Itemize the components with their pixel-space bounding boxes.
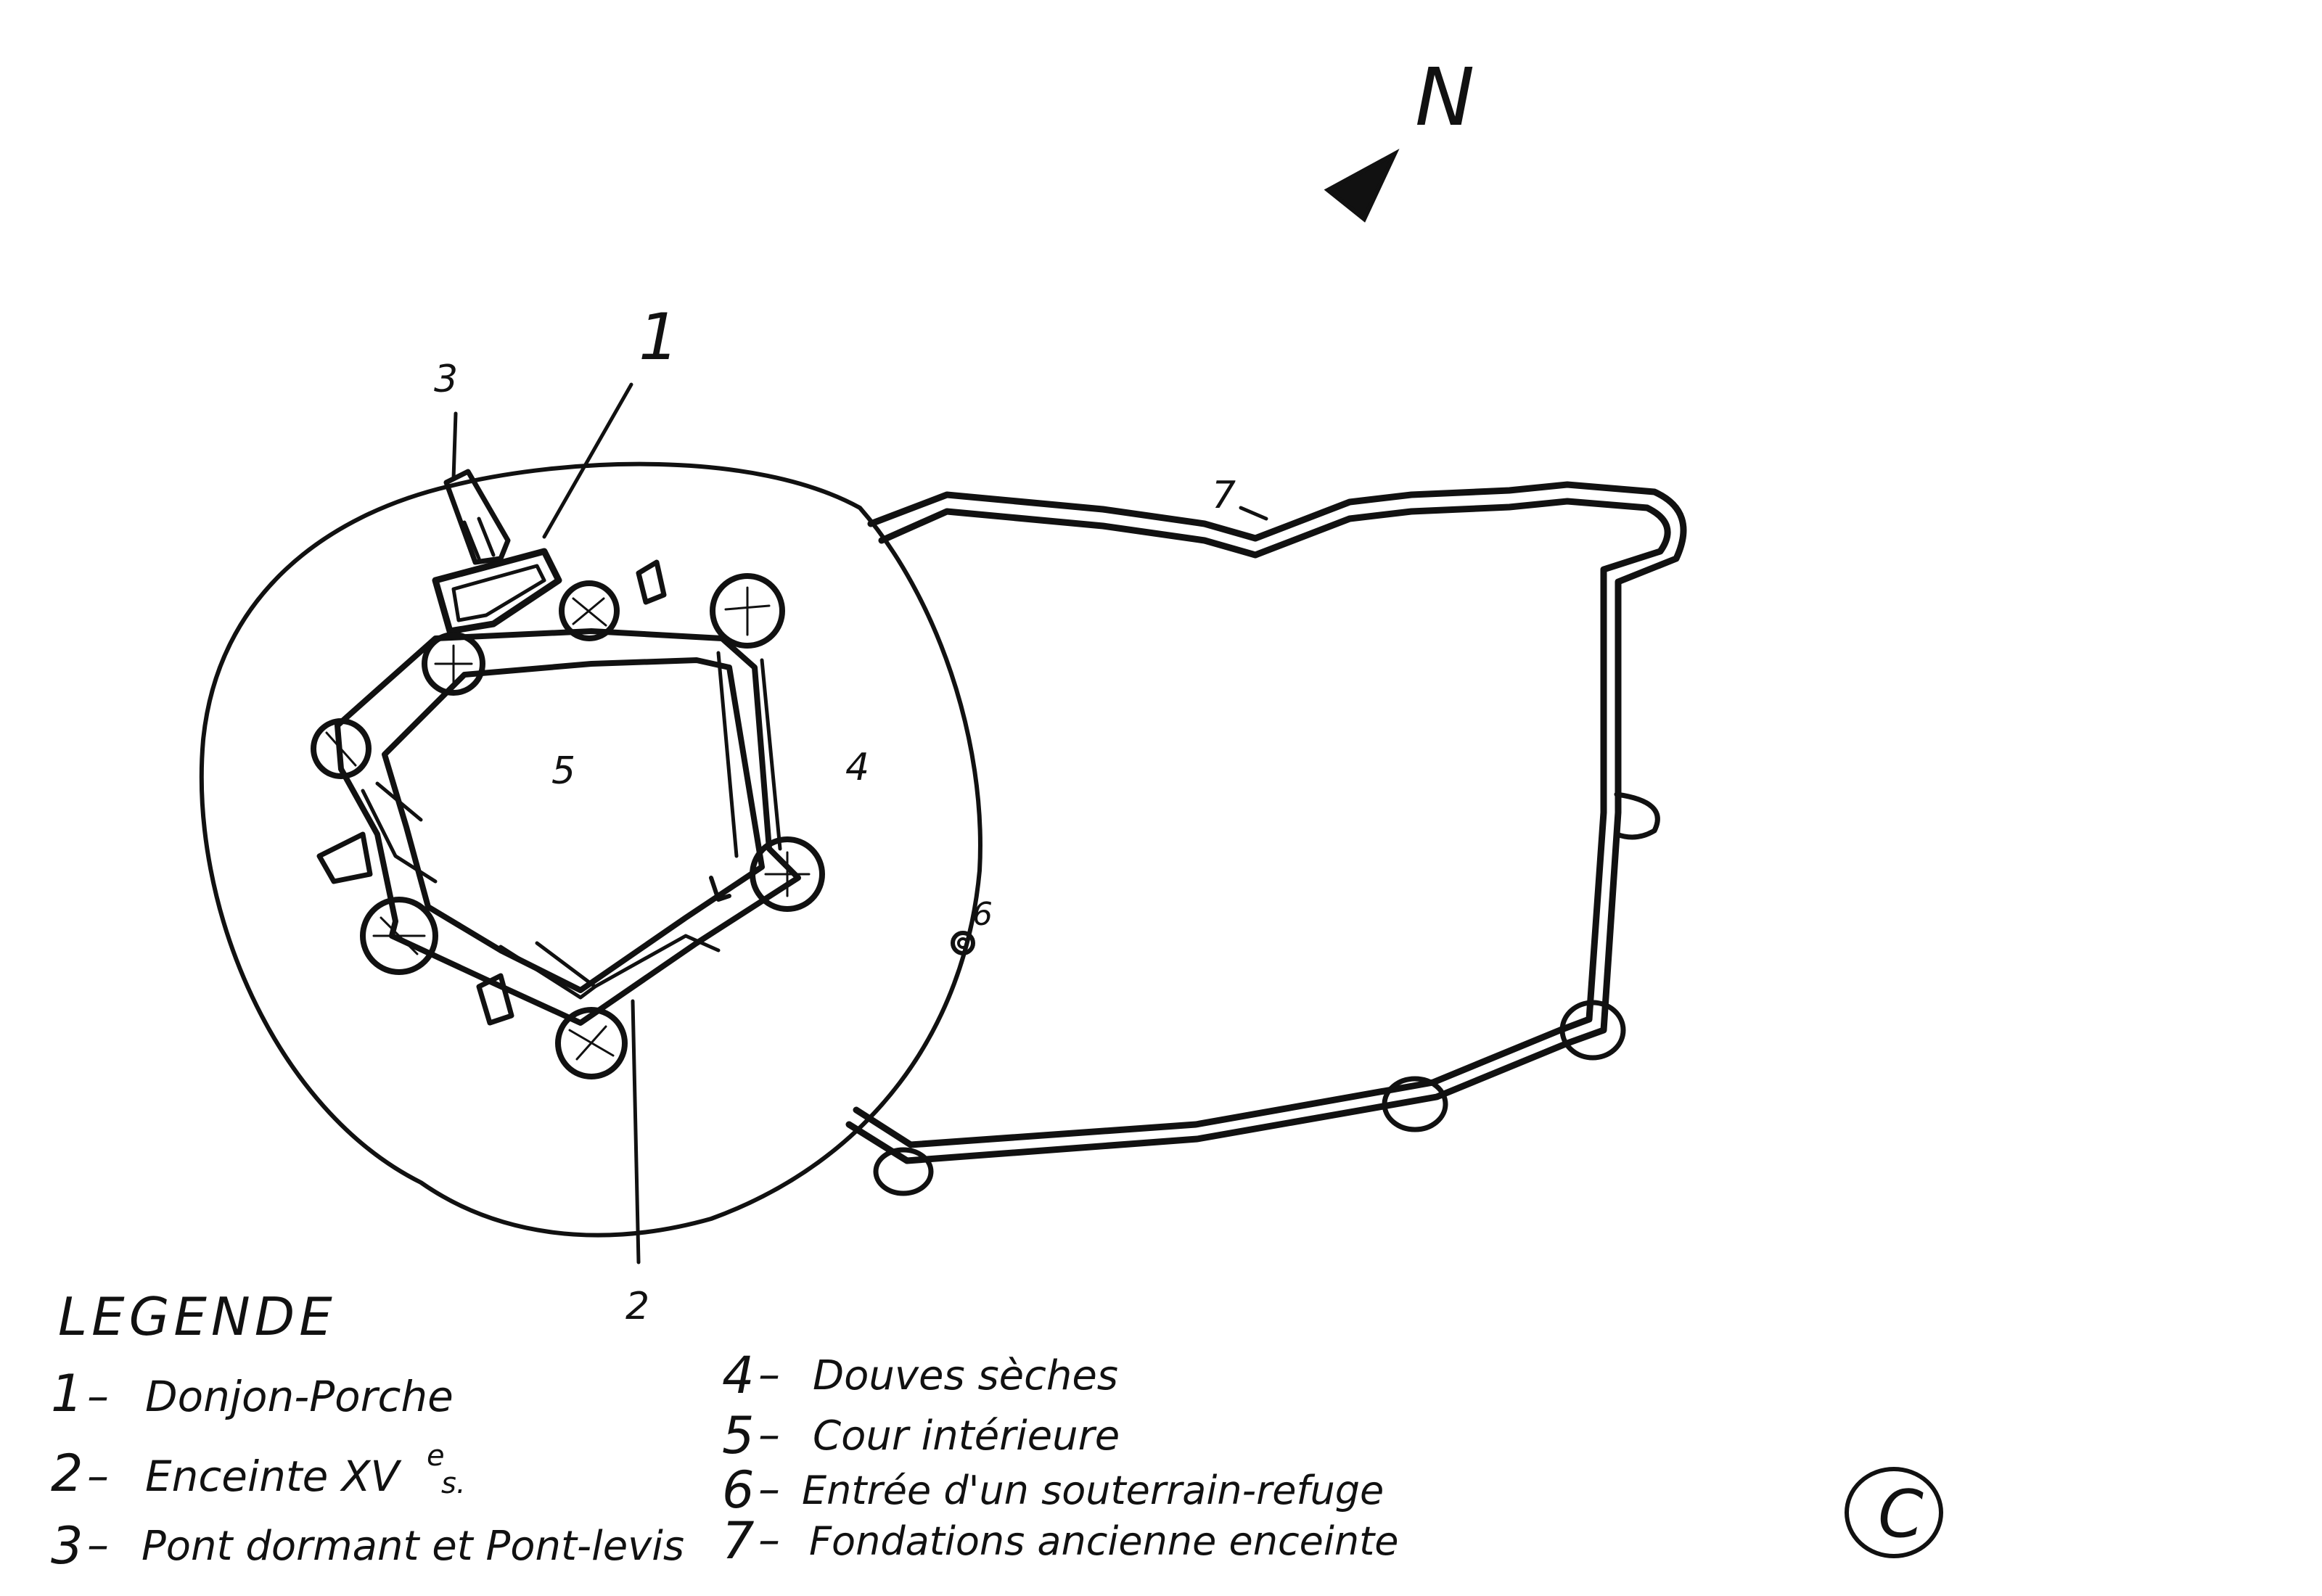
legend-text: Donjon-Porche	[145, 1372, 454, 1421]
callout-2: 2	[625, 1285, 649, 1328]
callout-6: 6	[972, 896, 993, 933]
callout-5: 5	[551, 749, 575, 793]
svg-text:–: –	[758, 1410, 780, 1460]
svg-text:–: –	[758, 1349, 780, 1400]
outer-enceinte-wall	[845, 481, 1687, 1196]
north-arrow-icon	[1324, 149, 1400, 223]
tower	[311, 718, 372, 779]
legend-item-6: 6 – Entrée d'un souterrain-refuge	[722, 1460, 1384, 1520]
outer-tower	[1614, 791, 1660, 840]
legend-number: 7	[722, 1511, 755, 1571]
donjon-porche	[432, 548, 562, 635]
callout-leader-2	[631, 999, 641, 1264]
outer-tower	[1559, 1000, 1626, 1061]
legend-number: 6	[722, 1460, 755, 1520]
tower	[636, 559, 667, 605]
callout-3: 3	[434, 358, 458, 401]
legend-item-5: 5 – Cour intérieure	[722, 1406, 1120, 1465]
callout-leader-7	[1239, 506, 1268, 521]
tower	[476, 973, 514, 1026]
tower	[559, 580, 620, 641]
legend-text: Enceinte XV	[145, 1452, 402, 1501]
tower	[360, 897, 438, 975]
copyright-symbol: C	[1845, 1467, 1943, 1558]
tower	[555, 1007, 628, 1079]
svg-text:–: –	[87, 1520, 109, 1571]
legend-number: 3	[51, 1516, 83, 1576]
svg-text:–: –	[87, 1451, 109, 1502]
legend-item-7: 7 – Fondations ancienne enceinte	[722, 1511, 1398, 1571]
legend-text: Douves sèches	[813, 1352, 1118, 1399]
legend-superscript: e	[427, 1439, 445, 1473]
callout-leader-1	[542, 382, 633, 539]
legend-heading: LEGENDE	[58, 1286, 337, 1347]
legend-number: 4	[722, 1346, 755, 1405]
callout-1: 1	[639, 300, 679, 374]
tower	[422, 632, 485, 696]
copyright-letter: C	[1878, 1476, 1924, 1552]
legend-number: 2	[51, 1444, 83, 1503]
svg-text:–: –	[758, 1515, 780, 1566]
legend-suffix: s.	[441, 1467, 466, 1500]
callout-4: 4	[845, 746, 869, 789]
legend-item-2: 2 – Enceinte XV e s.	[51, 1439, 466, 1503]
bridge	[443, 469, 511, 565]
tower	[750, 836, 825, 912]
svg-text:–: –	[758, 1464, 780, 1515]
dry-moat	[199, 461, 982, 1238]
callout-leader-3	[451, 411, 458, 481]
legend-item-3: 3 – Pont dormant et Pont-levis	[51, 1516, 684, 1576]
legend-text: Entrée d'un souterrain-refuge	[802, 1468, 1384, 1513]
north-label: N	[1415, 51, 1474, 144]
legend: LEGENDE 1 – Donjon-Porche 2 – Enceinte X…	[51, 1286, 1398, 1576]
legend-number: 5	[722, 1406, 755, 1465]
tower	[316, 831, 373, 884]
legend-text: Fondations ancienne enceinte	[809, 1518, 1398, 1564]
inner-towers	[311, 559, 825, 1079]
outer-tower	[873, 1147, 934, 1196]
tower	[710, 573, 785, 649]
souterrain-entrance	[951, 931, 975, 955]
postern	[709, 876, 731, 902]
legend-text: Pont dormant et Pont-levis	[141, 1523, 684, 1570]
outer-tower	[1382, 1076, 1448, 1132]
callout-7: 7	[1212, 474, 1236, 517]
legend-text: Cour intérieure	[813, 1412, 1120, 1460]
legend-item-1: 1 – Donjon-Porche	[51, 1364, 454, 1423]
legend-item-4: 4 – Douves sèches	[722, 1346, 1118, 1405]
legend-number: 1	[51, 1364, 83, 1423]
inner-enceinte	[335, 628, 801, 1026]
north-arrow: N	[1324, 51, 1474, 223]
svg-text:–: –	[87, 1371, 109, 1422]
